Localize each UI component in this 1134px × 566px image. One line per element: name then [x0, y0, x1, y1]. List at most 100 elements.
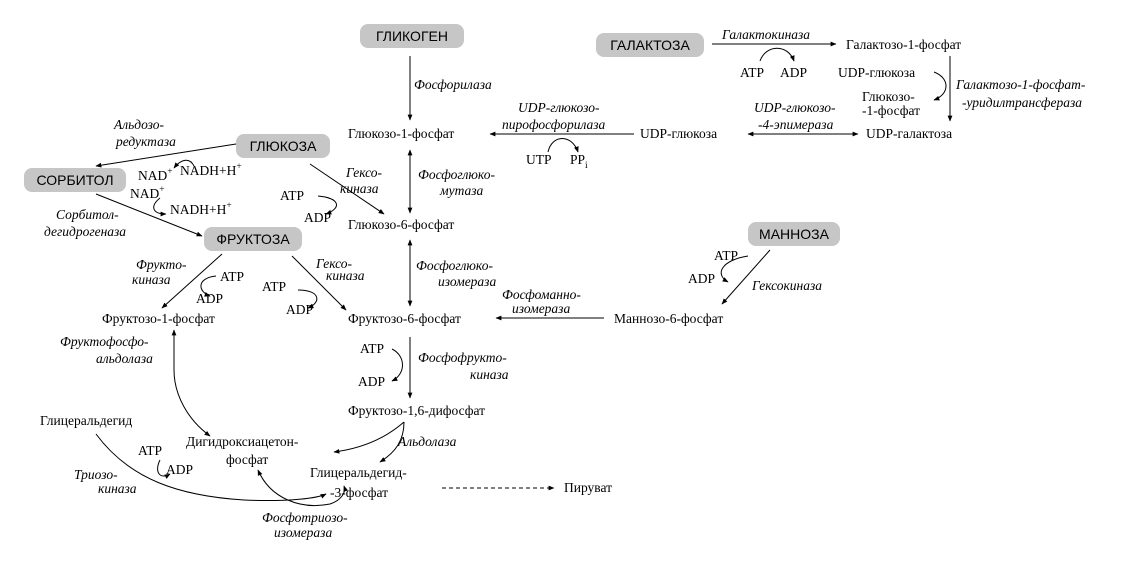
nadh-reductase: NADH+H+	[180, 162, 242, 178]
mannose-6-phosphate: Маннозо-6-фосфат	[614, 311, 723, 326]
atp-pfk: ATP	[360, 341, 384, 356]
enzyme-udpg-pyrophosphorylase-1: UDP-глюкозо-	[518, 100, 600, 115]
atp-fructokinase: ATP	[220, 269, 244, 284]
enzyme-tpi-2: изомераза	[274, 525, 332, 540]
arrow-glucose-g6p	[309, 163, 385, 215]
sorbitol-box: СОРБИТОЛ	[24, 168, 126, 192]
enzyme-udpg-pyrophosphorylase-2: пирофосфорилаза	[502, 117, 606, 132]
atp-hexokinase-glc: ATP	[280, 188, 304, 203]
enzyme-udpg-epimerase-1: UDP-глюкозо-	[754, 100, 836, 115]
g3p-line2: -3-фосфат	[330, 485, 388, 500]
adp-galactokinase: ADP	[780, 65, 807, 80]
arrow-glucose-sorbitol	[95, 143, 237, 168]
enzyme-udpg-epimerase-2: -4-эпимераза	[758, 117, 834, 132]
cofactor-arc-pfk	[391, 348, 403, 382]
enzyme-phosphofructokinase-1: Фосфофрукто-	[418, 350, 507, 365]
fructose-box: ФРУКТОЗА	[204, 227, 302, 251]
enzyme-phosphoglucoisomerase-1: Фосфоглюко-	[416, 258, 493, 273]
enzyme-sorbitol-dehydrogenase-1: Сорбитол-	[56, 207, 119, 222]
arrow-glyceraldehyde-g3p	[95, 433, 327, 502]
enzyme-aldolase: Альдолаза	[397, 434, 457, 449]
enzyme-hexokinase-man: Гексокиназа	[751, 278, 822, 293]
arrow-fructose-f6p	[291, 255, 347, 311]
enzyme-phosphoglucomutase-2: мутаза	[439, 183, 484, 198]
arrow-sorbitol-fructose	[95, 193, 203, 237]
udp-galactose: UDP-галактоза	[866, 126, 952, 141]
enzyme-phosphoglucoisomerase-2: изомераза	[438, 274, 496, 289]
cofactor-arc-dehydrogenase	[153, 197, 167, 217]
nad-reductase: NAD+	[138, 167, 173, 183]
enzyme-phosphomannoisomerase-2: изомераза	[512, 301, 570, 316]
galactose-label: ГАЛАКТОЗА	[610, 37, 690, 53]
atp-galactokinase: ATP	[740, 65, 764, 80]
glucose-1-phosphate-line2: -1-фосфат	[862, 103, 920, 118]
pyruvate: Пируват	[564, 480, 612, 495]
cofactor-arc-reductase	[173, 159, 195, 169]
galactose-1-phosphate: Галактозо-1-фосфат	[846, 37, 961, 52]
glucose-box: ГЛЮКОЗА	[236, 134, 330, 158]
arrow-f16dp-g3p	[379, 421, 405, 463]
nadh-dehydrogenase: NADH+H+	[170, 201, 232, 217]
arrow-f16dp-split	[333, 421, 405, 454]
glycogen-label: ГЛИКОГЕН	[376, 28, 448, 44]
atp-hexokinase-fru: ATP	[262, 279, 286, 294]
glycogen-box: ГЛИКОГЕН	[360, 24, 464, 48]
fructose-1-phosphate: Фруктозо-1-фосфат	[102, 311, 215, 326]
adp-triokinase: ADP	[166, 462, 193, 477]
utp: UTP	[526, 152, 552, 167]
enzyme-triokinase-2: киназа	[98, 481, 137, 496]
enzyme-hexokinase-glc-2: киназа	[340, 181, 379, 196]
cofactor-arc-pyrophosphorylase	[547, 138, 579, 153]
fructose-label: ФРУКТОЗА	[216, 231, 290, 247]
fructose-1-6-diphosphate: Фруктозо-1,6-дифосфат	[348, 403, 485, 418]
cofactor-arc-galactokinase	[759, 47, 795, 62]
adp-pfk: ADP	[358, 374, 385, 389]
enzyme-galactokinase: Галактокиназа	[721, 27, 810, 42]
enzyme-fructose-phosphoaldolase-2: альдолаза	[96, 351, 153, 366]
udp-glucose-mid: UDP-глюкоза	[640, 126, 717, 141]
enzyme-phosphofructokinase-2: киназа	[470, 367, 509, 382]
atp-triokinase: ATP	[138, 443, 162, 458]
enzyme-aldose-reductase-2: редуктаза	[115, 134, 176, 149]
dhap-line2: фосфат	[226, 452, 268, 467]
glucose-label: ГЛЮКОЗА	[250, 138, 317, 154]
cofactor-arc-hexokinase-glc	[317, 195, 337, 215]
enzyme-tpi-1: Фосфотриозо-	[262, 510, 348, 525]
adp-hexokinase-glc: ADP	[304, 210, 331, 225]
mannose-box: МАННОЗА	[748, 222, 840, 246]
arrow-f1p-to-dhap	[173, 369, 211, 437]
arrow-fructose-f1p	[161, 253, 223, 309]
enzyme-gal1p-uridylyltransferase-2: -уридилтрансфераза	[962, 95, 1082, 110]
adp-hexokinase-fru: ADP	[286, 302, 313, 317]
cofactor-arc-transferase	[933, 71, 947, 101]
glucose-1-phosphate: Глюкозо-1-фосфат	[348, 126, 454, 141]
enzyme-hexokinase-fru-2: киназа	[326, 268, 365, 283]
enzyme-phosphomannoisomerase-1: Фосфоманно-	[502, 287, 581, 302]
galactose-box: ГАЛАКТОЗА	[596, 33, 704, 57]
mannose-label: МАННОЗА	[759, 226, 830, 242]
udp-glucose-top: UDP-глюкоза	[838, 65, 915, 80]
enzyme-fructose-phosphoaldolase-1: Фруктофосфо-	[60, 334, 149, 349]
enzyme-triokinase-1: Триозо-	[74, 467, 118, 482]
sorbitol-label: СОРБИТОЛ	[36, 172, 113, 188]
enzyme-phosphoglucomutase-1: Фосфоглюко-	[418, 167, 495, 182]
nad-dehydrogenase: NAD+	[130, 185, 165, 201]
cofactor-arc-fructokinase	[200, 275, 217, 297]
enzyme-fructokinase-1: Фрукто-	[136, 257, 187, 272]
ppi: PPi	[570, 152, 588, 171]
glucose-6-phosphate: Глюкозо-6-фосфат	[348, 217, 454, 232]
fructose-6-phosphate: Фруктозо-6-фосфат	[348, 311, 461, 326]
enzyme-aldose-reductase-1: Альдозо-	[113, 117, 165, 132]
enzyme-hexokinase-fru-1: Гексо-	[315, 256, 352, 271]
g3p-line1: Глицеральдегид-	[310, 465, 407, 480]
enzyme-hexokinase-glc-1: Гексо-	[345, 165, 382, 180]
arrow-mannose-m6p	[721, 249, 771, 305]
glyceraldehyde: Глицеральдегид	[40, 413, 132, 428]
cofactor-arc-hexokinase-man	[720, 255, 749, 283]
atp-hexokinase-man: ATP	[714, 248, 738, 263]
arrow-tpi	[257, 469, 348, 506]
enzyme-gal1p-uridylyltransferase-1: Галактозо-1-фосфат-	[955, 77, 1086, 92]
enzyme-fructokinase-2: киназа	[132, 272, 171, 287]
enzyme-phosphorylase: Фосфорилаза	[414, 77, 492, 92]
